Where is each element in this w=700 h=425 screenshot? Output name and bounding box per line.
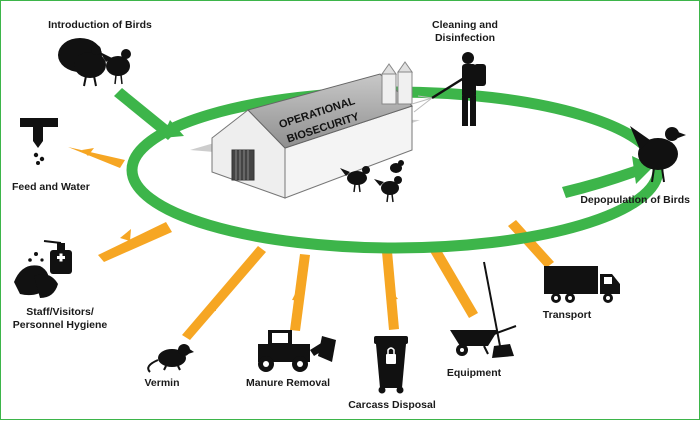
label-vermin: Vermin <box>144 377 179 389</box>
arrow-feed-and-water <box>68 147 125 168</box>
poultry-house <box>190 61 420 199</box>
building-roof <box>247 73 413 149</box>
silo-2 <box>397 71 413 105</box>
building-door <box>231 149 255 181</box>
hen-icon-large <box>630 126 686 183</box>
label-feed-and-water: Feed and Water <box>12 181 90 193</box>
wheelbarrow-icon <box>450 325 517 356</box>
label-cleaning-line2: Disinfection <box>435 32 495 44</box>
label-introduction-of-birds: Introduction of Birds <box>48 19 152 31</box>
arrow-equipment <box>428 243 478 318</box>
spraying-person-icon <box>431 52 486 126</box>
label-equipment: Equipment <box>447 367 502 379</box>
drinker-icon <box>20 118 58 165</box>
bin-icon <box>374 336 408 394</box>
broom-icon <box>483 261 514 358</box>
truck-icon <box>544 266 620 303</box>
label-transport: Transport <box>543 309 592 321</box>
inbound-arrows <box>68 147 554 340</box>
label-manure-removal: Manure Removal <box>246 377 330 389</box>
chicken-icons-small <box>340 160 404 203</box>
rat-icon <box>147 344 194 373</box>
arrow-depopulation <box>562 156 654 198</box>
label-hygiene-line1: Staff/Visitors/ <box>26 306 94 318</box>
label-depopulation: Depopulation of Birds <box>580 194 690 206</box>
hen-icon <box>100 49 131 85</box>
hand-sanitizer-icon <box>43 240 72 274</box>
arrow-manure <box>290 254 310 331</box>
washing-hands-icon <box>14 252 58 298</box>
arrow-introduction <box>114 88 184 140</box>
label-cleaning-line1: Cleaning and <box>432 19 498 31</box>
spray-mist <box>411 95 433 113</box>
silo-1 <box>381 73 397 105</box>
arrow-vermin <box>182 246 266 340</box>
turkey-icon <box>58 38 106 87</box>
label-hygiene-line2: Personnel Hygiene <box>13 319 108 331</box>
label-carcass-disposal: Carcass Disposal <box>348 399 436 411</box>
loader-icon <box>258 330 336 372</box>
arrow-hygiene <box>98 222 172 262</box>
